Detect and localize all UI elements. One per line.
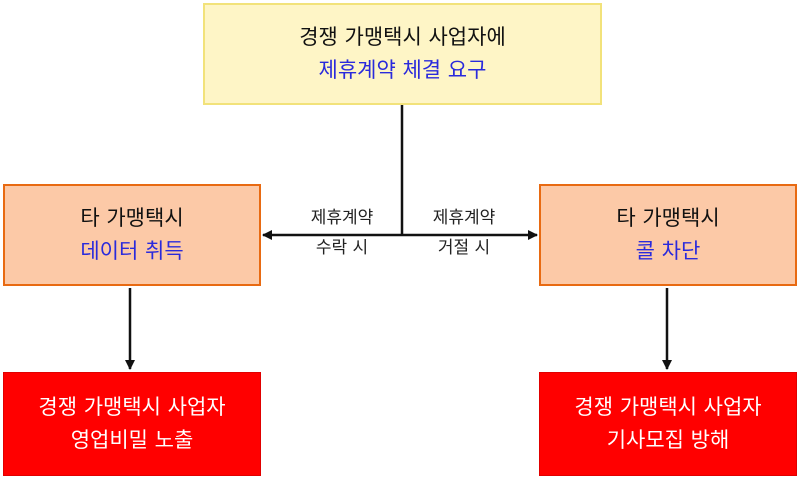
node-data-acquisition-line2: 데이터 취득: [80, 239, 184, 263]
edge-label-accept-line1: 제휴계약: [310, 208, 374, 228]
node-driver-recruitment-obstruction-line1: 경쟁 가맹택시 사업자: [574, 395, 762, 420]
edge-label-reject: 제휴계약 거절 시: [416, 204, 512, 264]
node-partnership-request-line2: 제휴계약 체결 요구: [318, 58, 487, 82]
node-driver-recruitment-obstruction-line2: 기사모집 방해: [606, 428, 730, 452]
node-trade-secret-exposure-line2: 영업비밀 노출: [70, 428, 194, 452]
node-data-acquisition: 타 가맹택시 데이터 취득: [3, 184, 261, 286]
node-driver-recruitment-obstruction: 경쟁 가맹택시 사업자 기사모집 방해: [539, 372, 797, 476]
edge-label-reject-line2: 거절 시: [437, 237, 491, 258]
edge-label-reject-line1: 제휴계약: [432, 208, 496, 228]
node-call-blocking: 타 가맹택시 콜 차단: [539, 184, 797, 286]
node-call-blocking-line2: 콜 차단: [635, 239, 701, 263]
node-partnership-request-line1: 경쟁 가맹택시 사업자에: [299, 25, 506, 50]
node-call-blocking-line1: 타 가맹택시: [616, 206, 720, 231]
node-partnership-request: 경쟁 가맹택시 사업자에 제휴계약 체결 요구: [203, 3, 602, 105]
node-data-acquisition-line1: 타 가맹택시: [80, 206, 184, 231]
node-trade-secret-exposure-line1: 경쟁 가맹택시 사업자: [38, 395, 226, 420]
edge-label-accept: 제휴계약 수락 시: [294, 204, 390, 264]
node-trade-secret-exposure: 경쟁 가맹택시 사업자 영업비밀 노출: [3, 372, 261, 476]
edge-label-accept-line2: 수락 시: [315, 237, 369, 258]
